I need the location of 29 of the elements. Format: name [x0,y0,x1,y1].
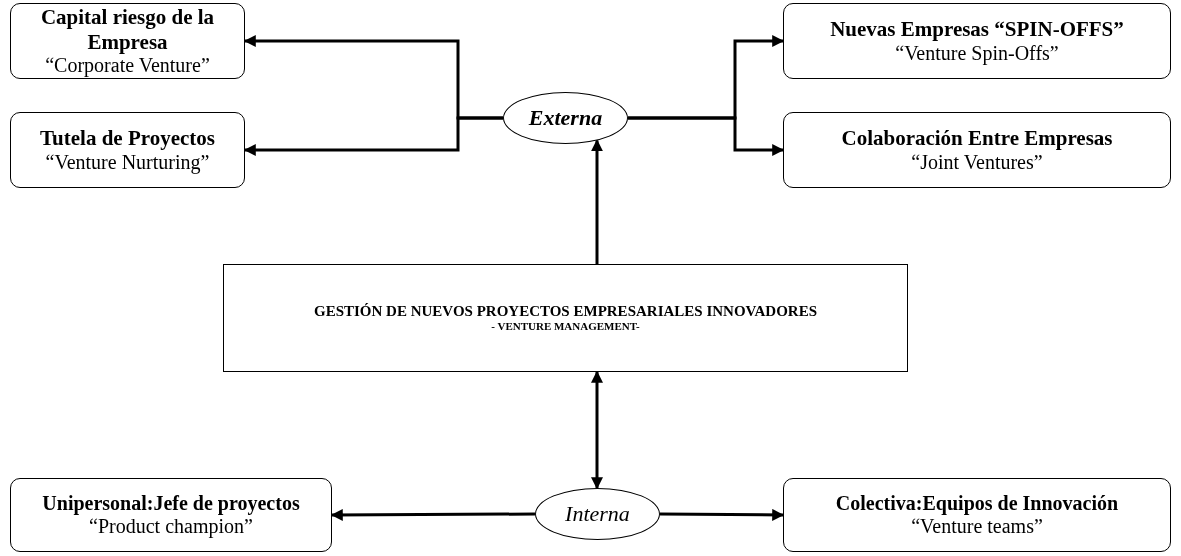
rounded-box [783,3,1171,79]
process-box [223,264,908,372]
arrow [591,139,603,264]
node-title: Capital riesgo de la Empresa [39,5,216,54]
node-subtitle: “Joint Ventures” [911,150,1043,174]
node-subtitle: “Corporate Venture” [45,53,210,77]
arrow [243,116,503,156]
node-title: Unipersonal:Jefe de proyectos [42,492,300,515]
arrow [660,508,785,521]
rounded-box [10,3,245,79]
node-subtitle: - VENTURE MANAGEMENT- [491,320,640,333]
arrow [330,508,535,521]
rounded-box [10,112,245,188]
rounded-box [783,478,1171,552]
node-title: Nuevas Empresas “SPIN-OFFS” [830,17,1124,42]
node-title: Externa [528,105,603,131]
arrow [628,116,785,156]
node-title: GESTIÓN DE NUEVOS PROYECTOS EMPRESARIALES INNOVADORES [314,303,817,321]
rounded-box [10,478,332,552]
arrow [591,370,603,490]
node-title: Colaboración Entre Empresas [841,126,1113,151]
node-title: Colectiva:Equipos de Innovación [835,492,1119,515]
node-subtitle: “Venture Spin-Offs” [895,41,1059,65]
node-subtitle: “Product champion” [89,515,253,538]
node-subtitle: “Venture teams” [911,515,1043,538]
node-title: Interna [565,501,630,527]
rounded-box [783,112,1171,188]
node-subtitle: “Venture Nurturing” [45,150,210,174]
node-title: Tutela de Proyectos [40,126,215,151]
